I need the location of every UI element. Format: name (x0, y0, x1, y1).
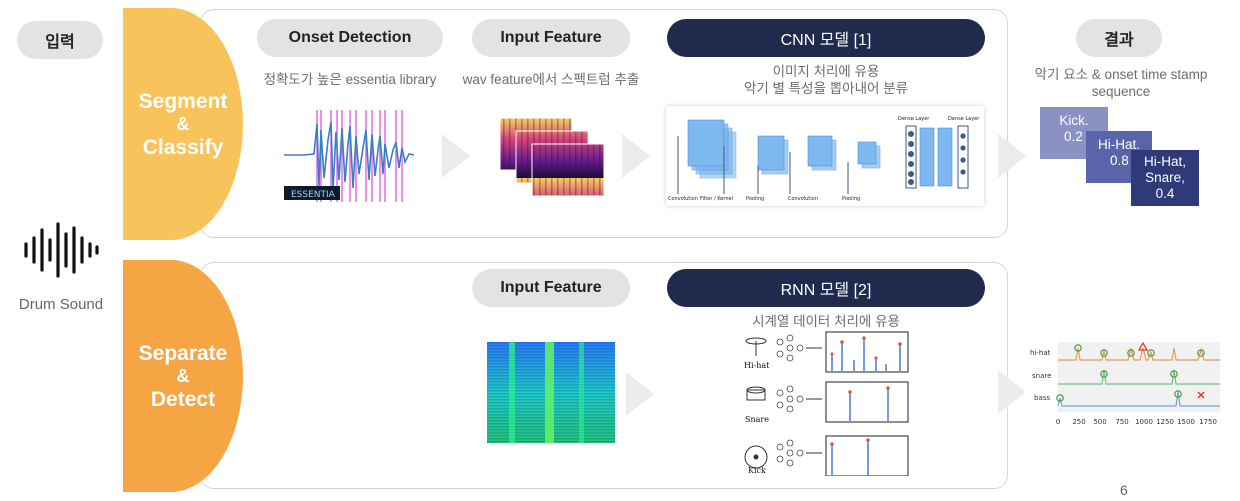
cnn-label-convolution-1: Convolution (668, 196, 698, 202)
separate-label-amp: & (176, 365, 190, 386)
cnn-label-pooling-2: Pooling (842, 196, 860, 202)
tick-1500: 1500 (1177, 418, 1195, 426)
segment-label-bottom: Classify (142, 135, 224, 159)
cnn-caption-line-2: 악기 별 특성을 뽑아내어 분류 (743, 81, 909, 96)
tick-750: 750 (1115, 418, 1128, 426)
tick-0: 0 (1056, 418, 1060, 426)
instrument-label-hihat: Hi-hat (744, 361, 770, 370)
result-caption: 악기 요소 & onset time stamp sequence (1016, 66, 1226, 100)
rnn-model-pill: RNN 모델 [2] (667, 269, 985, 307)
segment-band-label: Segment & Classify (139, 90, 228, 159)
input-feature-pill-top: Input Feature (472, 19, 630, 57)
tick-500: 500 (1093, 418, 1106, 426)
result-pill-label: 결과 (1104, 32, 1134, 49)
input-pill: 입력 (17, 21, 103, 59)
chevron-right-icon (626, 372, 654, 416)
separate-label-top: Separate (138, 341, 228, 365)
onset-detection-pill: Onset Detection (257, 19, 443, 57)
result-caption-line-2: sequence (1091, 84, 1151, 99)
cnn-caption: 이미지 처리에 유용 악기 별 특성을 뽑아내어 분류 (700, 63, 952, 97)
onset-detection-label: Onset Detection (288, 29, 412, 46)
segment-label-top: Segment (138, 89, 228, 113)
separate-band-label: Separate & Detect (139, 342, 228, 411)
result-box-hihat-snare-line-3: 0.4 (1155, 186, 1175, 201)
result-box-hihat-line-1: Hi-Hat. (1097, 137, 1140, 152)
input-feature-pill-bottom: Input Feature (472, 269, 630, 307)
cnn-model-pill: CNN 모델 [1] (667, 19, 985, 57)
result-box-hihat-line-2: 0.8 (1110, 153, 1129, 168)
cnn-diagram-image: Convolution Filter / Kernel Pooling Conv… (666, 106, 984, 206)
page-number: 6 (1120, 482, 1128, 498)
rnn-caption: 시계열 데이터 처리에 유용 (752, 314, 900, 329)
input-feature-label-top: Input Feature (500, 29, 602, 46)
cnn-label-pooling-1: Pooling (746, 196, 764, 202)
result-box-kick-line-2: 0.2 (1064, 129, 1083, 144)
drum-sound-label: Drum Sound (18, 296, 104, 313)
result-box-hihat-snare: Hi-Hat, Snare, 0.4 (1131, 150, 1199, 206)
cnn-caption-line-1: 이미지 처리에 유용 (772, 64, 880, 79)
separate-band: Separate & Detect (123, 260, 243, 492)
chevron-right-icon (442, 134, 470, 178)
onset-caption: 정확도가 높은 essentia library (263, 72, 437, 87)
track-label-snare: snare (1032, 372, 1051, 380)
result-box-kick-line-1: Kick. (1059, 113, 1089, 128)
result-box-hihat-snare-line-2: Snare, (1145, 170, 1185, 185)
cnn-label-filter: Filter / Kernel (700, 196, 733, 202)
rnn-model-label: RNN 모델 [2] (780, 282, 872, 299)
sound-wave-icon (22, 222, 100, 278)
chevron-right-icon (998, 370, 1026, 414)
cnn-label-convolution-2: Convolution (788, 196, 818, 202)
essentia-logo-text: ESSENTIA (291, 190, 336, 200)
tick-250: 250 (1072, 418, 1085, 426)
tick-1000: 1000 (1135, 418, 1153, 426)
result-box-hihat-snare-line-1: Hi-Hat, (1143, 154, 1186, 169)
spectrogram-image (487, 342, 615, 443)
instrument-label-snare: Snare (745, 415, 769, 424)
segment-band: Segment & Classify (123, 8, 243, 240)
tick-1250: 1250 (1156, 418, 1174, 426)
cnn-label-dense-2: Dense Layer (948, 116, 980, 122)
instrument-label-kick: Kick (748, 466, 766, 475)
separate-label-bottom: Detect (150, 387, 216, 411)
segment-label-amp: & (176, 113, 190, 134)
tick-1750: 1750 (1199, 418, 1217, 426)
chevron-right-icon (622, 134, 650, 178)
chevron-right-icon (998, 134, 1026, 178)
waveform-image: ESSENTIA (284, 110, 415, 202)
result-caption-line-1: 악기 요소 & onset time stamp (1034, 67, 1208, 82)
track-label-hihat: hi-hat (1030, 349, 1051, 357)
onset-detection-plot: hi-hat snare bass 0 250 500 750 1000 125… (1028, 340, 1224, 432)
spectrogram-stack-image (499, 117, 606, 197)
result-pill: 결과 (1076, 19, 1162, 57)
input-pill-label: 입력 (45, 34, 75, 51)
rnn-diagram-image: Hi-hat Snare Kick (742, 330, 912, 477)
cnn-model-label: CNN 모델 [1] (780, 32, 872, 49)
track-label-bass: bass (1034, 394, 1050, 402)
feature-caption: wav feature에서 스펙트럼 추출 (462, 72, 640, 87)
cnn-label-dense-1: Dense Layer (898, 116, 930, 122)
input-feature-label-bottom: Input Feature (500, 279, 602, 296)
